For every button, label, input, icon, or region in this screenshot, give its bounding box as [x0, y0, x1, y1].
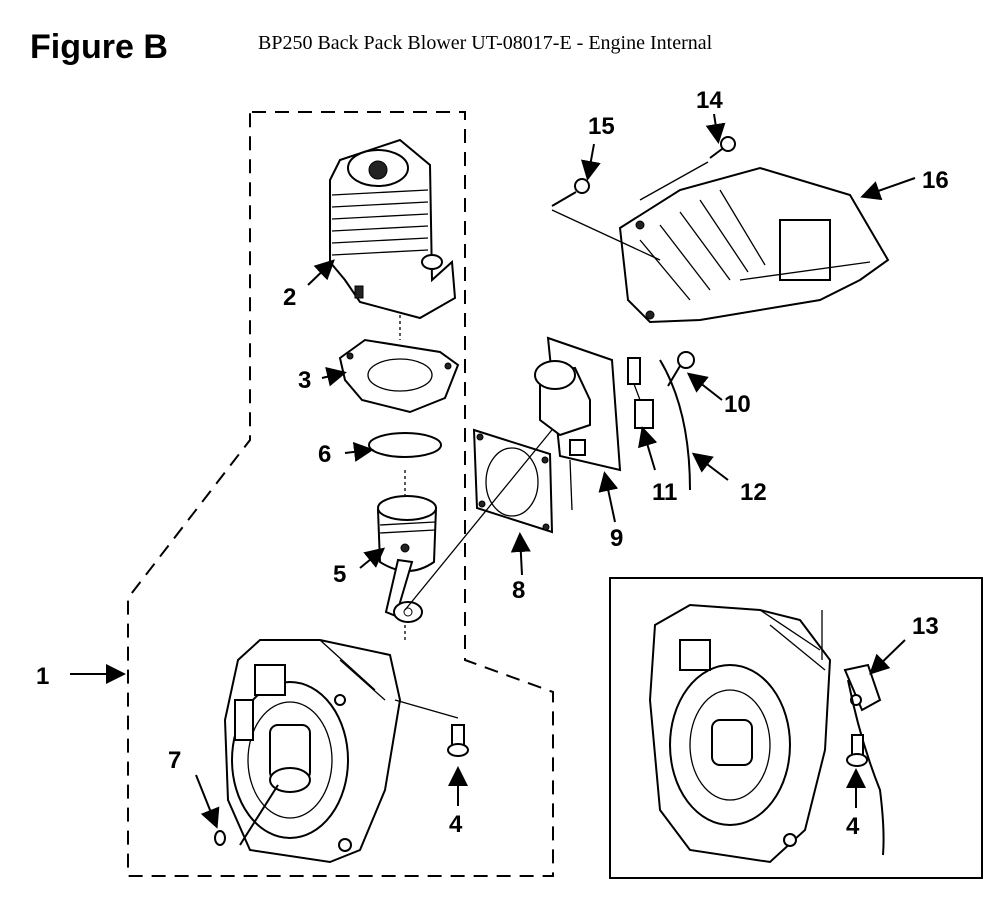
- leader-8: [510, 532, 531, 576]
- callout-6: 6: [318, 441, 331, 468]
- fan-cover-part: [618, 166, 890, 324]
- leader-6: [344, 441, 374, 462]
- callout-13: 13: [912, 613, 939, 640]
- screw-part-10: [667, 351, 695, 387]
- callout-14: 14: [696, 87, 723, 114]
- callout-7: 7: [168, 747, 181, 774]
- leader-10: [686, 372, 723, 401]
- inset-module-part: [821, 610, 885, 856]
- figure-title: BP250 Back Pack Blower UT-08017-E - Engi…: [258, 32, 713, 54]
- callout-1: 1: [36, 663, 49, 690]
- woodruff-key-part: [214, 830, 226, 846]
- callout-4a: 4: [449, 811, 463, 838]
- callout-4b: 4: [846, 813, 860, 840]
- figure-label: Figure B: [30, 28, 168, 66]
- leader-12: [691, 452, 729, 481]
- cylinder-part: [329, 138, 457, 320]
- leader-7: [195, 774, 220, 829]
- callout-8: 8: [512, 577, 525, 604]
- inset-box: [609, 577, 983, 879]
- inset-crankcase-part: [648, 603, 832, 864]
- screw-part-b: [846, 734, 868, 767]
- leader-15: [581, 143, 601, 181]
- assembly-dashed-outline: [127, 111, 554, 877]
- callout-2: 2: [283, 284, 296, 311]
- callout-9: 9: [610, 525, 623, 552]
- leader-9: [598, 471, 619, 523]
- callout-15: 15: [588, 113, 615, 140]
- ignition-module-part: [534, 336, 622, 511]
- callout-5: 5: [333, 561, 346, 588]
- leader-2: [307, 259, 335, 286]
- callout-16: 16: [922, 167, 949, 194]
- leader-14: [705, 113, 726, 144]
- callout-12: 12: [740, 479, 767, 506]
- leader-3: [321, 366, 347, 387]
- ignition-wire-part: [659, 359, 691, 491]
- cylinder-gasket-part: [338, 315, 460, 414]
- callout-3: 3: [298, 367, 311, 394]
- leader-16: [860, 177, 916, 201]
- crankcase-part: [223, 639, 402, 864]
- callout-10: 10: [724, 391, 751, 418]
- leader-13: [869, 639, 906, 675]
- screw-part-a: [394, 699, 469, 757]
- leader-11: [638, 426, 658, 471]
- piston-rod-part: [376, 470, 438, 640]
- spark-terminal-part: [627, 357, 654, 429]
- callout-11: 11: [652, 479, 677, 506]
- piston-ring-part: [368, 432, 442, 458]
- leader-5: [359, 547, 386, 569]
- insulator-gasket-part: [404, 419, 561, 611]
- screw-part-15: [551, 178, 661, 261]
